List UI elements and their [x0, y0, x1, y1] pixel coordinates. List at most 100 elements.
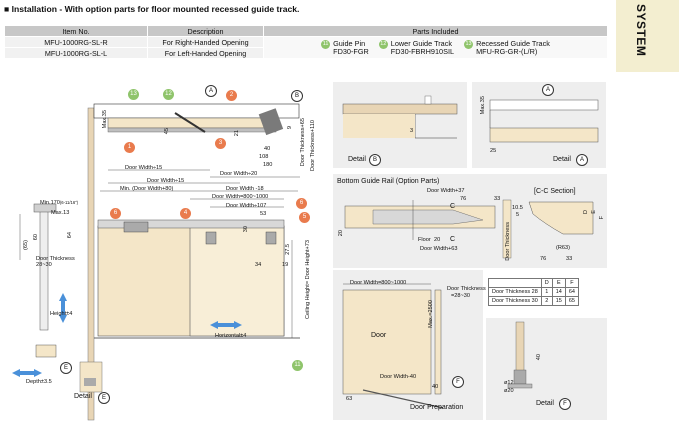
prep-title: Door Preparation [410, 404, 464, 411]
dim-door-width-18: Door Width -18 [226, 186, 264, 192]
callout-2: 2 [226, 90, 237, 101]
callout-e: E [60, 362, 72, 374]
detail-f-panel [486, 318, 607, 420]
dim-door-width-37: Door Width+37 [427, 188, 465, 194]
dim-40b: 40 [432, 384, 439, 390]
dim-min-door-width-80: Min. (Door Width+80) [120, 186, 174, 192]
dim-9: 9 [287, 126, 293, 130]
dim-door-width-800b: Door Width=800~1000 [350, 280, 407, 286]
dim-108: 108 [259, 154, 269, 160]
label-detail-e: Detail [74, 393, 92, 400]
label-detail-f: Detail [536, 400, 554, 407]
dim-max35: Max.35 [102, 110, 108, 129]
dim-53: 53 [260, 211, 267, 217]
detail-a-drawing [489, 99, 599, 143]
dim-door-width-800: Door Width=800~1000 [212, 194, 269, 200]
dim-3: 3 [410, 128, 414, 134]
dim-door-width-15b: Door Width÷15 [147, 178, 185, 184]
dim-door-thickness-65: Door Thickness+65 [300, 118, 306, 167]
callout-6: 6 [110, 208, 121, 219]
label-door: Door [371, 332, 387, 339]
dim-25: 25 [490, 148, 497, 154]
detail-f-callout: F [452, 376, 464, 388]
callout-11: 11 [292, 360, 303, 371]
callout-13: 13 [128, 89, 139, 100]
dim-45: 45 [164, 128, 170, 135]
dim-dia-20: ø20 [504, 388, 514, 394]
dim-21: 21 [234, 130, 240, 137]
callout-4: 4 [180, 208, 191, 219]
dim-door-width-63: Door Width+63 [420, 246, 458, 252]
part-code: FD30-FBRH910SIL [390, 46, 455, 56]
dim-5: 5 [516, 212, 520, 218]
label-detail-b: Detail [348, 156, 366, 163]
dim-76b: 76 [540, 256, 547, 262]
dim-max2500: Max.=2500 [428, 300, 434, 328]
label-detail-a: Detail [553, 156, 571, 163]
dim-19: 19 [282, 262, 289, 268]
dim-27-5: 27.5 [285, 244, 291, 255]
dim-door-width-20: Door Width÷20 [220, 171, 258, 177]
dim-door-width-40: Door Width-40 [380, 374, 417, 380]
system-label: SYSTEM [634, 4, 648, 57]
dim-60: 60 [33, 234, 39, 241]
dim-40-f: 40 [536, 354, 542, 361]
dim-63: 63 [346, 396, 353, 402]
callout-b: B [291, 90, 303, 102]
dim-ceiling-height: Ceiling Height= Door Height+73 [305, 240, 311, 319]
dim-33b: 33 [566, 256, 573, 262]
dim-40: 40 [264, 146, 271, 152]
part-name: Lower Guide Track [390, 38, 453, 48]
label-height: Height±4 [50, 311, 73, 317]
detail-b-marker: B [369, 154, 381, 166]
dim-max35-a: Max.35 [480, 96, 486, 115]
callout-12: 12 [163, 89, 174, 100]
label-horizontal: Horizontal±4 [215, 333, 247, 339]
part-number-badge: 12 [378, 39, 388, 49]
cc-section-title: [C-C Section] [534, 188, 576, 195]
callout-5: 5 [299, 212, 310, 223]
callout-3: 3 [215, 138, 226, 149]
dim-30: 30 [243, 226, 249, 233]
dim-min170: Min.170(6-11/16") [40, 200, 79, 206]
rail-drawing [344, 199, 594, 259]
parts-table: Item No. Description Parts Included MFU-… [4, 25, 608, 59]
dim-door-width-15a: Door Width÷15 [125, 165, 163, 171]
detail-a-callout: A [542, 84, 554, 96]
dim-d: D [583, 210, 589, 215]
dim-door-width-107: Door Width÷107 [226, 203, 267, 209]
prep-drawing [342, 283, 444, 409]
callout-1: 1 [124, 142, 135, 153]
dim-20b: 20 [434, 237, 441, 243]
detail-a-panel [472, 82, 606, 168]
part-number-badge: 11 [321, 39, 331, 49]
dim-f: F [599, 216, 605, 220]
detail-a-marker: A [576, 154, 588, 166]
part-name: Guide Pin [333, 38, 366, 48]
part-number-badge: 13 [464, 39, 474, 49]
section-c-top: C [450, 203, 456, 210]
detail-e-marker: E [98, 392, 110, 404]
dim-180: 180 [263, 162, 273, 168]
dim-20a: 20 [338, 230, 344, 237]
desc-cell: For Left-Handed Opening [147, 47, 264, 59]
detail-b-drawing [342, 95, 458, 139]
dim-10-5: 10.5 [512, 205, 523, 211]
detail-f-marker: F [559, 398, 571, 410]
dim-33: 33 [494, 196, 501, 202]
dim-r63: (R63) [556, 245, 570, 251]
page-title: ■ Installation - With option parts for f… [4, 4, 300, 14]
label-range-28-30: 28~30 [36, 262, 52, 268]
part-code: MFU-RG-GR-(L/R) [476, 46, 538, 56]
system-tab: SYSTEM [616, 0, 679, 72]
item-cell: MFU-1000RG-SL-R [4, 36, 148, 48]
